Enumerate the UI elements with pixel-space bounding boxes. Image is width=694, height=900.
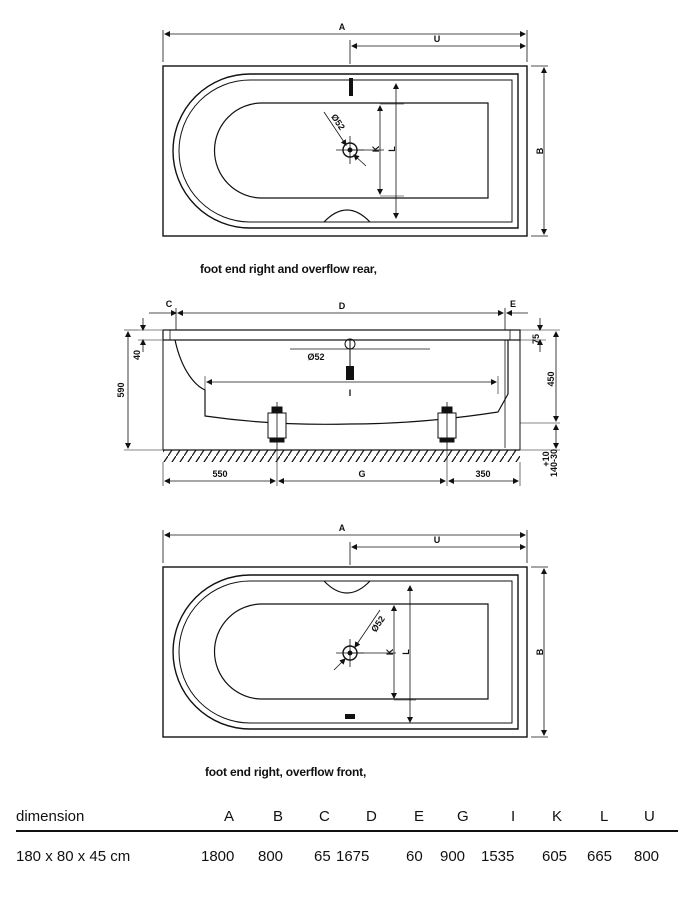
- table-cell: 1800: [201, 848, 235, 865]
- side-label-e: E: [510, 299, 516, 309]
- side-label-40: 40: [132, 350, 142, 360]
- table-cell: 800: [258, 848, 284, 865]
- top-label-a: A: [339, 22, 346, 32]
- bottom-label-k: K: [385, 648, 395, 655]
- bottom-label-l: L: [401, 649, 411, 655]
- side-rim: [162, 329, 521, 341]
- top-tub-outline: [162, 65, 528, 237]
- bottom-label-b: B: [535, 648, 545, 655]
- side-label-g: G: [358, 469, 365, 479]
- top-label-k: K: [371, 145, 381, 152]
- table-row: 180 x 80 x 45 cm 1800 800 65 1675 60 900…: [16, 848, 678, 868]
- bottom-tub-rim-outer: [172, 574, 519, 730]
- table-cell: 1675: [336, 848, 370, 865]
- top-tub-basin: [213, 102, 489, 199]
- table-header-cell: E: [414, 808, 425, 825]
- table-header-cell: L: [600, 808, 609, 825]
- table-header-cell: U: [644, 808, 655, 825]
- bottom-tub-basin: [213, 603, 489, 700]
- top-tub-rim-outer: [172, 73, 519, 229]
- top-view-caption: foot end right and overflow rear,: [200, 262, 377, 276]
- side-label-450: 450: [546, 371, 556, 386]
- table-header-dimension: dimension: [16, 808, 85, 825]
- side-label-d: D: [339, 301, 346, 311]
- table-cell: 65: [314, 848, 331, 865]
- top-label-u: U: [434, 34, 441, 44]
- table-cell: 60: [406, 848, 423, 865]
- side-label-550: 550: [212, 469, 227, 479]
- bottom-tub-outline: [162, 566, 528, 738]
- foot-right: [437, 402, 457, 450]
- top-label-l: L: [387, 146, 397, 152]
- bottom-view: [162, 530, 548, 738]
- side-label-plus10: +10: [541, 451, 551, 466]
- table-header-cell: G: [457, 808, 469, 825]
- side-label-350: 350: [475, 469, 490, 479]
- table-header-cell: I: [511, 808, 516, 825]
- table-header-cell: K: [552, 808, 563, 825]
- top-overflow: [323, 209, 371, 223]
- table-cell: 605: [542, 848, 568, 865]
- side-label-c: C: [166, 299, 173, 309]
- table-row-name: 180 x 80 x 45 cm: [16, 848, 131, 865]
- side-label-i: I: [349, 388, 352, 398]
- bottom-label-a: A: [339, 523, 346, 533]
- table-header-cell: C: [319, 808, 330, 825]
- side-view: [124, 308, 560, 486]
- foot-left: [267, 402, 287, 450]
- top-view: [162, 30, 548, 237]
- side-floor: [163, 450, 520, 462]
- top-label-drain: Ø52: [329, 112, 347, 132]
- side-label-140-30: 140-30: [549, 449, 559, 477]
- bottom-overflow: [323, 580, 371, 594]
- table-header-cell: B: [273, 808, 284, 825]
- top-label-b: B: [535, 147, 545, 154]
- table-cell: 800: [634, 848, 660, 865]
- table-cell: 665: [587, 848, 613, 865]
- bottom-label-drain: Ø52: [369, 614, 387, 634]
- bottom-label-u: U: [434, 535, 441, 545]
- table-header-row: dimension A B C D E G I K L U: [16, 808, 678, 832]
- table-cell: 900: [440, 848, 466, 865]
- dimension-table: dimension A B C D E G I K L U 180 x 80 x…: [16, 808, 678, 868]
- table-header-cell: A: [224, 808, 235, 825]
- table-header-cell: D: [366, 808, 377, 825]
- bottom-view-caption: foot end right, overflow front,: [205, 765, 367, 779]
- table-cell: 1535: [481, 848, 515, 865]
- side-label-75: 75: [531, 334, 541, 344]
- side-label-drain: Ø52: [307, 352, 324, 362]
- side-label-590: 590: [116, 382, 126, 397]
